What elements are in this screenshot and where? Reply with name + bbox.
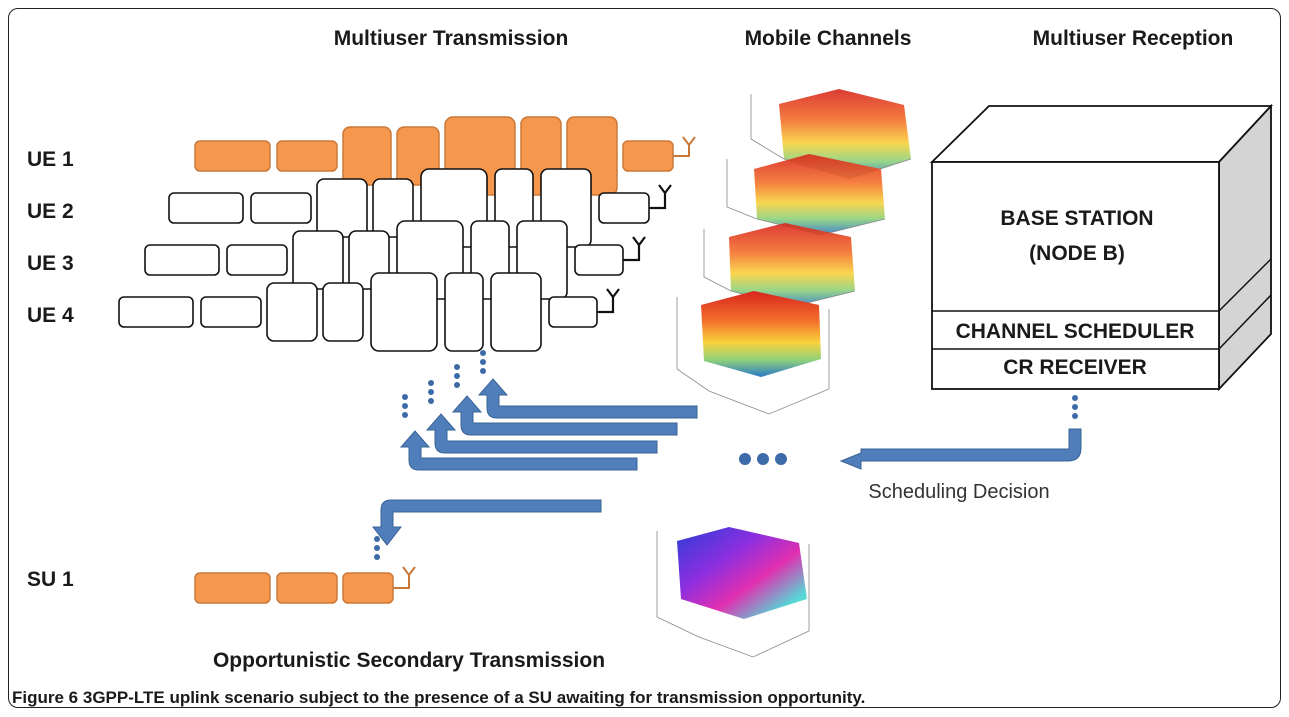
caption-figure-number: Figure 6 xyxy=(12,688,79,707)
header-transmission: Multiuser Transmission xyxy=(334,27,569,50)
base-station xyxy=(929,103,1274,392)
ue4-chain xyxy=(118,272,620,352)
dots-ue-4 xyxy=(402,394,408,418)
base-station-subtitle: (NODE B) xyxy=(1029,242,1125,265)
scheduling-decision-label: Scheduling Decision xyxy=(868,481,1049,503)
su1-chain xyxy=(194,566,416,604)
dots-ue-1 xyxy=(480,350,486,374)
arrow-to-su xyxy=(371,499,602,546)
label-ue4: UE 4 xyxy=(27,304,74,327)
dots-ue-2 xyxy=(454,364,460,388)
base-station-title: BASE STATION xyxy=(1000,207,1153,230)
caption-text: 3GPP-LTE uplink scenario subject to the … xyxy=(82,688,866,707)
channel-plot-ue3 xyxy=(703,223,856,308)
channel-plot-ue4 xyxy=(676,291,830,415)
diagram-canvas: Multiuser Transmission Mobile Channels M… xyxy=(27,27,1274,672)
channel-plot-su1 xyxy=(656,527,810,658)
figure-frame: Multiuser Transmission Mobile Channels M… xyxy=(8,8,1281,708)
label-ue1: UE 1 xyxy=(27,148,74,171)
header-reception: Multiuser Reception xyxy=(1033,27,1234,50)
label-ue2: UE 2 xyxy=(27,200,74,223)
arrow-scheduling xyxy=(839,428,1082,470)
label-ue3: UE 3 xyxy=(27,252,74,275)
figure-caption: Figure 6 3GPP-LTE uplink scenario subjec… xyxy=(12,688,865,708)
dots-su xyxy=(374,536,380,560)
header-channels: Mobile Channels xyxy=(745,27,912,50)
channel-scheduler-label: CHANNEL SCHEDULER xyxy=(956,320,1195,343)
dots-ue-3 xyxy=(428,380,434,404)
label-su1: SU 1 xyxy=(27,568,74,591)
cr-receiver-label: CR RECEIVER xyxy=(1003,356,1147,379)
secondary-transmission-label: Opportunistic Secondary Transmission xyxy=(213,649,605,672)
channel-plot-ue2 xyxy=(726,154,886,236)
arrows-to-ue xyxy=(399,378,698,471)
dots-horizontal xyxy=(739,453,787,465)
dots-base-station xyxy=(1072,395,1078,419)
